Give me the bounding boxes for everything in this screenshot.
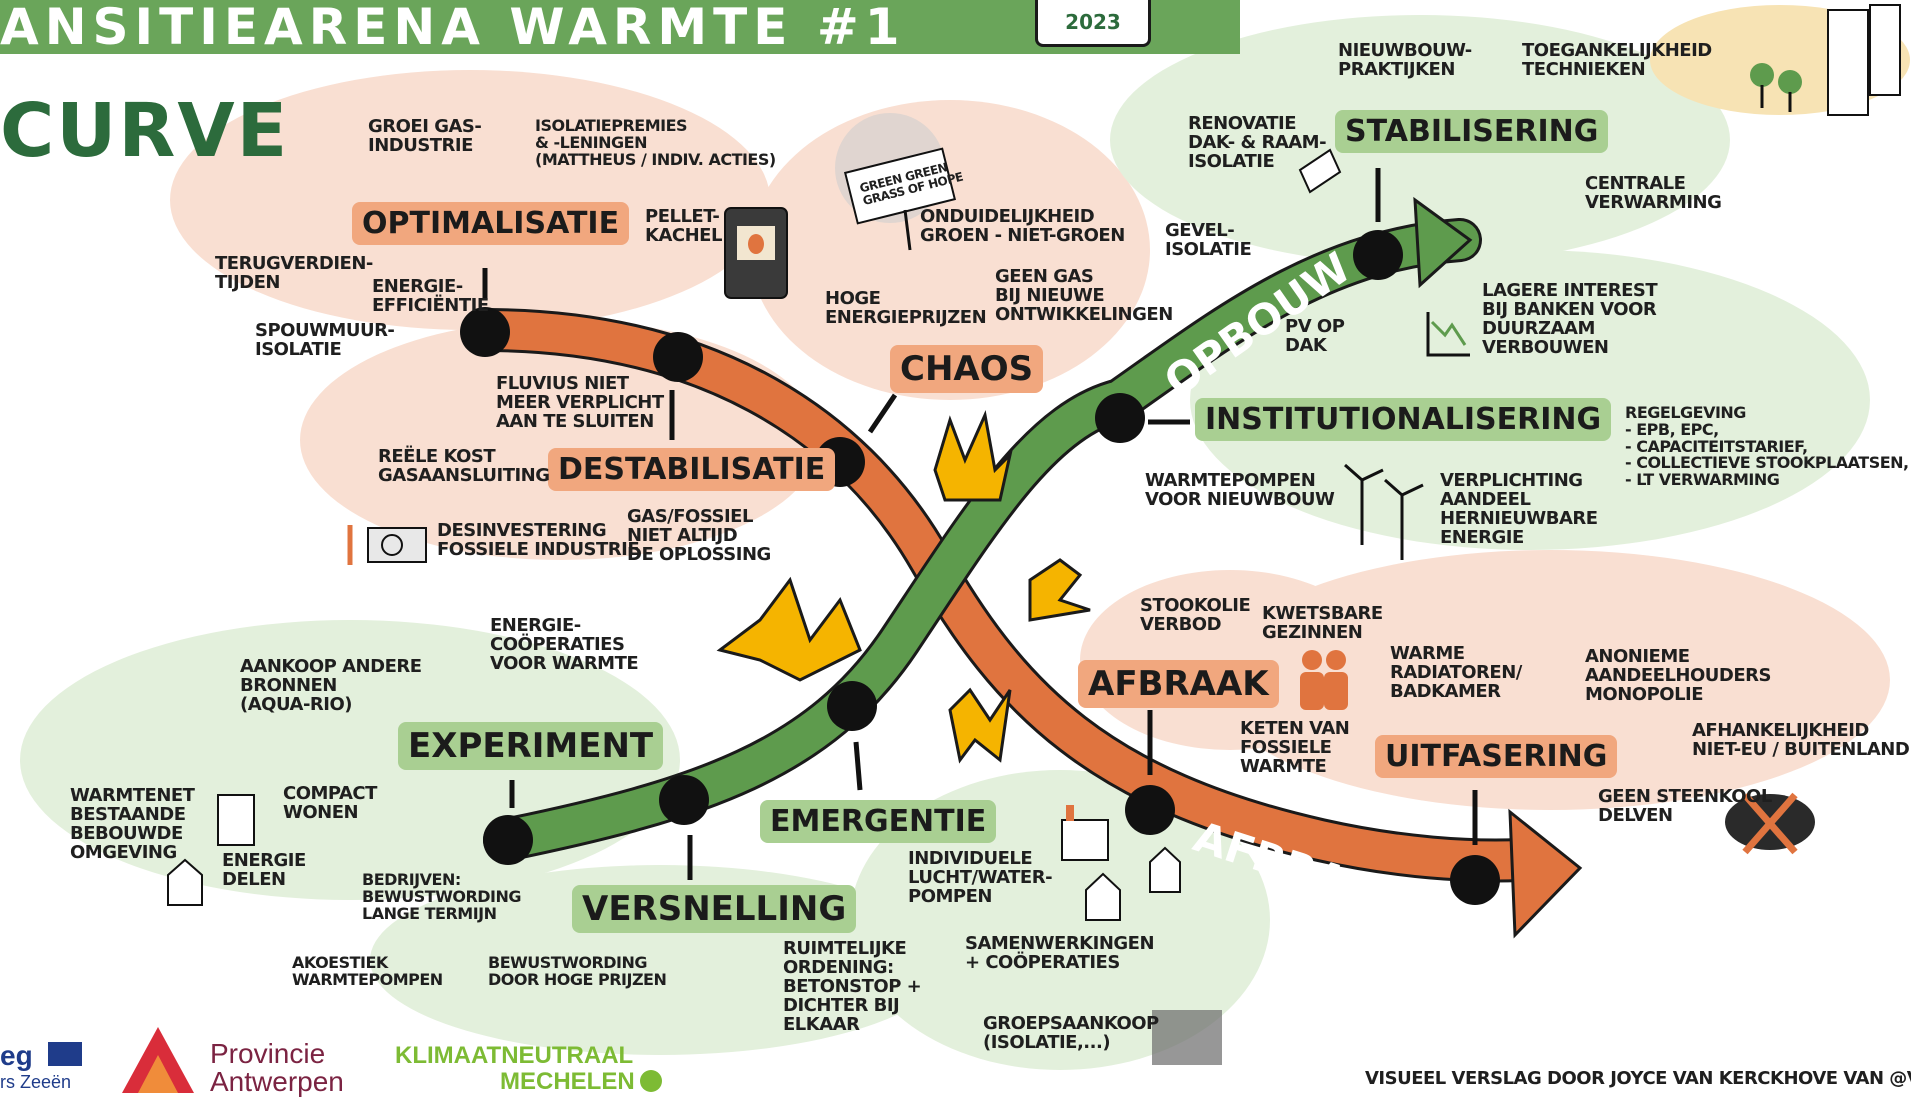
note-kwetsbare-gezinnen: KWETSBARE GEZINNEN — [1262, 603, 1383, 643]
building-icon — [1827, 4, 1901, 116]
phase-uitfasering: UITFASERING — [1375, 735, 1618, 778]
note-bedrijven: BEDRIJVEN: BEWUSTWORDING LANGE TERMIJN — [362, 870, 522, 923]
uitfasering-dot — [1450, 855, 1500, 905]
note-lagere-interest: LAGERE INTEREST BIJ BANKEN VOOR DUURZAAM… — [1482, 280, 1658, 358]
building-block-icon — [217, 794, 255, 846]
provincie-line1: Provincie — [210, 1038, 326, 1069]
emergentie-dot — [827, 681, 877, 731]
experiment-dot — [483, 815, 533, 865]
optimalisatie-cloud — [170, 70, 770, 330]
subtitle: CURVE — [0, 88, 290, 174]
klimaat-line2: MECHELEN — [500, 1068, 635, 1095]
credit-line: VISUEEL VERSLAG DOOR JOYCE VAN KERCKHOVE… — [1365, 1068, 1911, 1089]
note-energie-efficientie: ENERGIE- EFFICIËNTIE — [372, 276, 489, 316]
phase-institutionalisering: INSTITUTIONALISERING — [1195, 398, 1612, 441]
eu-flag-icon — [48, 1042, 82, 1066]
phase-stabilisering: STABILISERING — [1335, 110, 1609, 153]
note-anonieme-aandeelhouders: ANONIEME AANDEELHOUDERS MONOPOLIE — [1585, 646, 1771, 705]
coal-icon — [1725, 792, 1815, 855]
note-nieuwbouwpraktijken: NIEUWBOUW- PRAKTIJKEN — [1338, 40, 1472, 80]
interreg-logo-text: eg — [0, 1040, 33, 1071]
phase-optimalisatie: OPTIMALISATIE — [352, 202, 630, 245]
note-centrale-verwarming: CENTRALE VERWARMING — [1585, 173, 1722, 213]
institutionalisering-dot — [1095, 393, 1145, 443]
note-groepsaankoop: GROEPSAANKOOP (ISOLATIE,...) — [983, 1013, 1159, 1053]
afbraak-arrowhead — [1508, 808, 1583, 939]
interreg-subtext: rs Zeeën — [0, 1072, 72, 1092]
note-renovatie: RENOVATIE DAK- & RAAM- ISOLATIE — [1188, 113, 1327, 172]
afbraak-dot — [1125, 785, 1175, 835]
note-spouwmuur: SPOUWMUUR- ISOLATIE — [255, 320, 395, 360]
house-icon — [167, 148, 1342, 921]
note-regelgeving: REGELGEVING - EPB, EPC, - CAPACITEITSTAR… — [1625, 403, 1909, 490]
note-samenwerkingen: SAMENWERKINGEN + COÖPERATIES — [965, 933, 1155, 973]
note-isolatiepremies: ISOLATIEPREMIES & -LENINGEN (MATTHEUS / … — [535, 116, 776, 169]
note-akoestiek: AKOESTIEK WARMTEPOMPEN — [292, 953, 443, 989]
note-onduidelijkheid: ONDUIDELIJKHEID GROEN - NIET-GROEN — [920, 206, 1125, 246]
note-gas-fossiel: GAS/FOSSIEL NIET ALTIJD DE OPLOSSING — [627, 506, 771, 565]
note-groei-gas: GROEI GAS- INDUSTRIE — [368, 116, 482, 156]
phase-chaos: CHAOS — [890, 345, 1044, 393]
note-stookolie: STOOKOLIE VERBOD — [1140, 595, 1251, 635]
chaos-spark-marks — [716, 409, 1091, 764]
note-reele-kost: REËLE KOST GASAANSLUITING — [378, 446, 550, 486]
phase-destabilisatie: DESTABILISATIE — [548, 448, 836, 491]
note-ruimtelijke-ordening: RUIMTELIJKE ORDENING: BETONSTOP + DICHTE… — [783, 938, 922, 1035]
note-energie-delen: ENERGIE DELEN — [222, 850, 306, 890]
note-warmtepompen-nieuwbouw: WARMTEPOMPEN VOOR NIEUWBOUW — [1145, 470, 1335, 510]
hope-sign-icon — [835, 113, 957, 251]
note-energiecooperaties: ENERGIE- COÖPERATIES VOOR WARMTE — [490, 615, 639, 674]
phase-afbraak: AFBRAAK — [1078, 660, 1279, 708]
note-compact-wonen: COMPACT WONEN — [283, 783, 377, 823]
note-warme-radiatoren: WARME RADIATOREN/ BADKAMER — [1390, 643, 1522, 702]
note-individuele-pompen: INDIVIDUELE LUCHT/WATER- POMPEN — [908, 848, 1053, 907]
destabilisatie-dot — [653, 332, 703, 382]
note-afhankelijkheid: AFHANKELIJKHEID NIET-EU / BUITENLAND — [1692, 720, 1910, 760]
note-warmtenet: WARMTENET BESTAANDE BEBOUWDE OMGEVING — [70, 785, 195, 863]
stabilisering-dot — [1353, 230, 1403, 280]
emergentie-cloud — [850, 770, 1270, 1070]
note-geen-steenkool: GEEN STEENKOOL DELVEN — [1598, 786, 1772, 826]
note-hoge-energieprijzen: HOGE ENERGIEPRIJZEN — [825, 288, 987, 328]
note-gevelisolatie: GEVEL- ISOLATIE — [1165, 220, 1252, 260]
optimalisatie-dot — [460, 307, 510, 357]
klimaat-line1: KLIMAATNEUTRAAL — [395, 1042, 634, 1069]
klimaat-logo-icon — [640, 1070, 662, 1092]
page-title: ANSITIEARENA WARMTE #1 — [0, 0, 1240, 54]
year-badge: 2023 — [1035, 0, 1151, 47]
pellet-stove-icon — [724, 207, 788, 299]
note-desinvestering: DESINVESTERING FOSSIELE INDUSTRIE — [437, 520, 640, 560]
note-pv-op-dak: PV OP DAK — [1285, 316, 1345, 356]
phase-emergentie: EMERGENTIE — [760, 800, 997, 843]
provincie-antwerpen-logo-icon — [122, 1027, 194, 1093]
chart-down-icon — [1426, 312, 1470, 357]
wind-turbine-icon — [1344, 463, 1424, 560]
afbraak-curve — [466, 311, 1539, 880]
crowd-icon — [1152, 1010, 1222, 1065]
connector-lines — [482, 168, 1478, 880]
provincie-line2: Antwerpen — [210, 1066, 344, 1097]
note-fluvius: FLUVIUS NIET MEER VERPLICHT AAN TE SLUIT… — [496, 373, 664, 432]
note-pelletkachel: PELLET- KACHEL — [645, 206, 722, 246]
tree-icon — [1750, 63, 1802, 112]
note-aankoop-andere-bronnen: AANKOOP ANDERE BRONNEN (AQUA-RIO) — [240, 656, 422, 715]
phase-experiment: EXPERIMENT — [398, 722, 664, 770]
note-terugverdientijden: TERUGVERDIEN- TIJDEN — [215, 253, 373, 293]
versnelling-dot — [659, 775, 709, 825]
phase-versnelling: VERSNELLING — [572, 885, 857, 933]
opbouw-arrowhead — [1413, 196, 1473, 289]
factory-icon — [1061, 805, 1109, 861]
note-keten-fossiele-warmte: KETEN VAN FOSSIELE WARMTE — [1240, 718, 1350, 777]
note-geen-gas: GEEN GAS BIJ NIEUWE ONTWIKKELINGEN — [995, 266, 1173, 325]
note-verplichting: VERPLICHTING AANDEEL HERNIEUWBARE ENERGI… — [1440, 470, 1598, 548]
money-icon — [347, 525, 427, 565]
note-bewustwording: BEWUSTWORDING DOOR HOGE PRIJZEN — [488, 953, 667, 989]
note-toegankelijkheid: TOEGANKELIJKHEID TECHNIEKEN — [1522, 40, 1712, 80]
family-icon — [1300, 650, 1348, 710]
